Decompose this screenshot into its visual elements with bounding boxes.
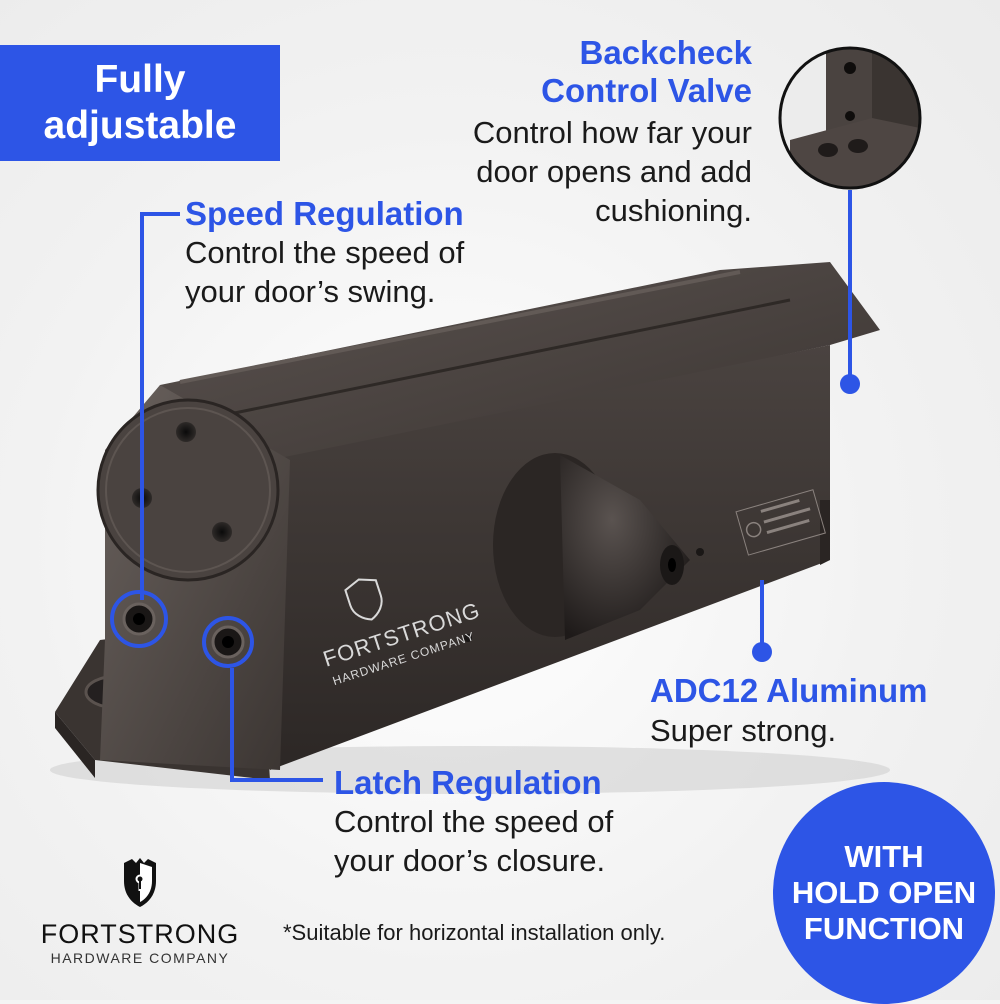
backcheck-title-line-2: Control Valve <box>541 72 752 109</box>
banner-line-2: adjustable <box>43 104 237 147</box>
product-shield-icon <box>344 578 383 621</box>
shield-keyhole-icon <box>124 858 156 907</box>
banner-line-1: Fully <box>94 58 186 101</box>
backcheck-title-line-1: Backcheck <box>579 34 752 71</box>
backcheck-desc-line-2: door opens and add <box>476 154 752 189</box>
pinion-cone <box>560 455 690 640</box>
hold-open-badge: WITH HOLD OPEN FUNCTION <box>773 782 995 1004</box>
adc12-desc: Super strong. <box>650 713 837 748</box>
end-cap-hole-1 <box>176 422 196 442</box>
company-logo: FORTSTRONG HARDWARE COMPANY <box>40 855 240 967</box>
speed-callout-ring <box>110 590 168 648</box>
latch-callout-line <box>230 668 323 782</box>
speed-regulation-title: Speed Regulation <box>185 195 464 232</box>
backcheck-callout-dot <box>840 374 860 394</box>
speed-desc-line-2: your door’s swing. <box>185 274 436 309</box>
latch-callout-ring <box>202 616 254 668</box>
speed-callout-line <box>140 212 180 600</box>
ul-label <box>735 489 826 556</box>
backcheck-inset-frame <box>778 46 922 190</box>
latch-desc-line-2: your door’s closure. <box>334 843 606 878</box>
footnote: *Suitable for horizontal installation on… <box>283 920 666 945</box>
speed-desc-line-1: Control the speed of <box>185 235 465 270</box>
backcheck-title: Backcheck Control Valve <box>541 34 752 110</box>
hold-open-line-2: HOLD OPEN <box>791 875 977 910</box>
adc12-title: ADC12 Aluminum <box>650 672 928 709</box>
latch-desc-line-1: Control the speed of <box>334 804 614 839</box>
logo-name: FORTSTRONG <box>40 919 240 949</box>
end-cap-hole-3 <box>212 522 232 542</box>
fully-adjustable-banner: Fully adjustable <box>0 45 280 161</box>
hold-open-line-3: FUNCTION <box>803 911 965 946</box>
hold-open-line-1: WITH <box>844 839 924 874</box>
backcheck-desc: Control how far your door opens and add … <box>473 113 752 230</box>
speed-regulation-desc: Control the speed of your door’s swing. <box>185 233 464 311</box>
body-top-face <box>150 262 880 470</box>
latch-regulation-desc: Control the speed of your door’s closure… <box>334 802 613 880</box>
backcheck-desc-line-3: cushioning. <box>595 193 752 228</box>
adc12-callout-dot <box>752 642 772 662</box>
logo-sub: HARDWARE COMPANY <box>50 950 230 966</box>
latch-regulation-title: Latch Regulation <box>334 764 602 801</box>
backcheck-desc-line-1: Control how far your <box>472 115 752 150</box>
